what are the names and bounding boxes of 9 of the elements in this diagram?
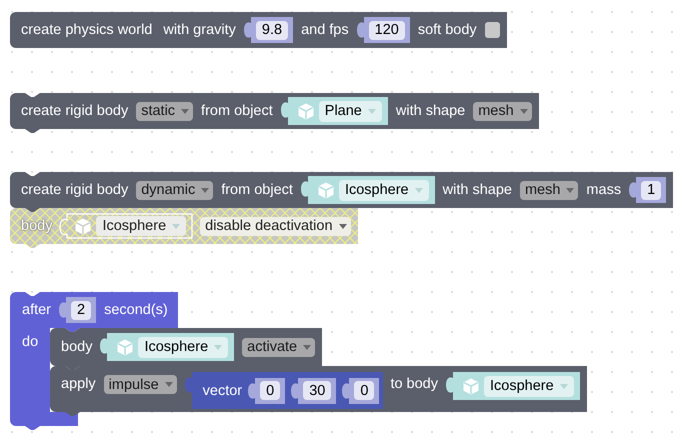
block-label: create physics world [21, 21, 152, 39]
block-label: and fps [301, 21, 349, 39]
number-block [356, 17, 410, 43]
command-block [10, 12, 507, 48]
number-field: 120 [368, 20, 405, 40]
number-field: 9.8 [256, 20, 288, 40]
block-label: with gravity [163, 21, 236, 39]
number-block [244, 17, 294, 43]
block-label: soft body [418, 21, 477, 39]
